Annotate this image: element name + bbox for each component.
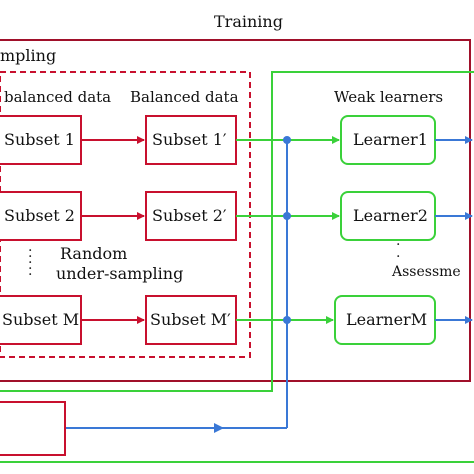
training-frame xyxy=(0,39,471,382)
balanced-subset-box-m xyxy=(145,295,237,345)
blue-bottom-arrowhead xyxy=(214,423,224,433)
bottom-left-box xyxy=(0,401,66,456)
assessment-label: Assessme xyxy=(392,264,461,280)
junction-dot-m xyxy=(283,316,291,324)
vertical-ellipsis-right: . . xyxy=(396,233,401,261)
under-sampling-label: under-sampling xyxy=(56,264,184,283)
learner-label-2: Learner2 xyxy=(353,206,428,225)
subset-label-2: Subset 2 xyxy=(4,206,75,225)
weak-learners-label: Weak learners xyxy=(334,88,444,106)
training-title: Training xyxy=(214,12,283,31)
green-loop-line xyxy=(0,71,474,392)
vertical-ellipsis-left: . . . . . xyxy=(28,239,33,279)
subset-label-1: Subset 1 xyxy=(4,130,75,149)
balanced-data-label: Balanced data xyxy=(130,88,239,106)
subset-box-1 xyxy=(0,115,82,165)
imbalanced-data-label: balanced data xyxy=(4,88,112,106)
sampling-label: mpling xyxy=(0,46,57,65)
subset-label-m: Subset M xyxy=(2,310,80,329)
balanced-subset-label-1: Subset 1′ xyxy=(152,130,227,149)
learner-label-m: LearnerM xyxy=(346,310,428,329)
random-label: Random xyxy=(60,244,128,263)
learner-label-1: Learner1 xyxy=(353,130,428,149)
balanced-subset-box-1 xyxy=(145,115,237,165)
under-sampling-dashed-box xyxy=(0,71,251,358)
subset-box-2 xyxy=(0,191,82,241)
junction-dot-1 xyxy=(283,136,291,144)
balanced-subset-label-m: Subset M′ xyxy=(150,310,231,329)
balanced-subset-label-2: Subset 2′ xyxy=(152,206,227,225)
subset-box-m xyxy=(0,295,82,345)
junction-dot-2 xyxy=(283,212,291,220)
